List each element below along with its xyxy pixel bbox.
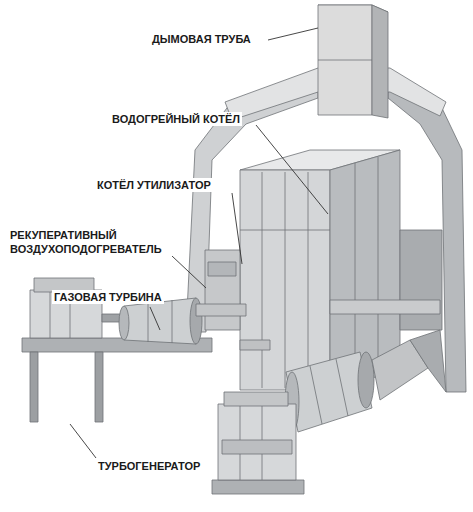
leader-line (268, 28, 318, 40)
leader-line (150, 307, 160, 330)
leader-line (232, 193, 242, 264)
part-label: ТУРБОГЕНЕРАТОР (96, 459, 202, 473)
part-label: ГАЗОВАЯ ТУРБИНА (52, 290, 164, 304)
leader-line (70, 424, 96, 458)
part-label: ВОДОГРЕЙНЫЙ КОТЁЛ (110, 112, 242, 126)
part-label: КОТЁЛ УТИЛИЗАТОР (95, 178, 213, 192)
part-label: ДЫМОВАЯ ТРУБА (150, 32, 253, 46)
part-label: РЕКУПЕРАТИВНЫЙ ВОЗДУХОПОДОГРЕВАТЕЛЬ (8, 228, 184, 256)
leader-line (256, 125, 328, 214)
leader-line (172, 256, 206, 288)
